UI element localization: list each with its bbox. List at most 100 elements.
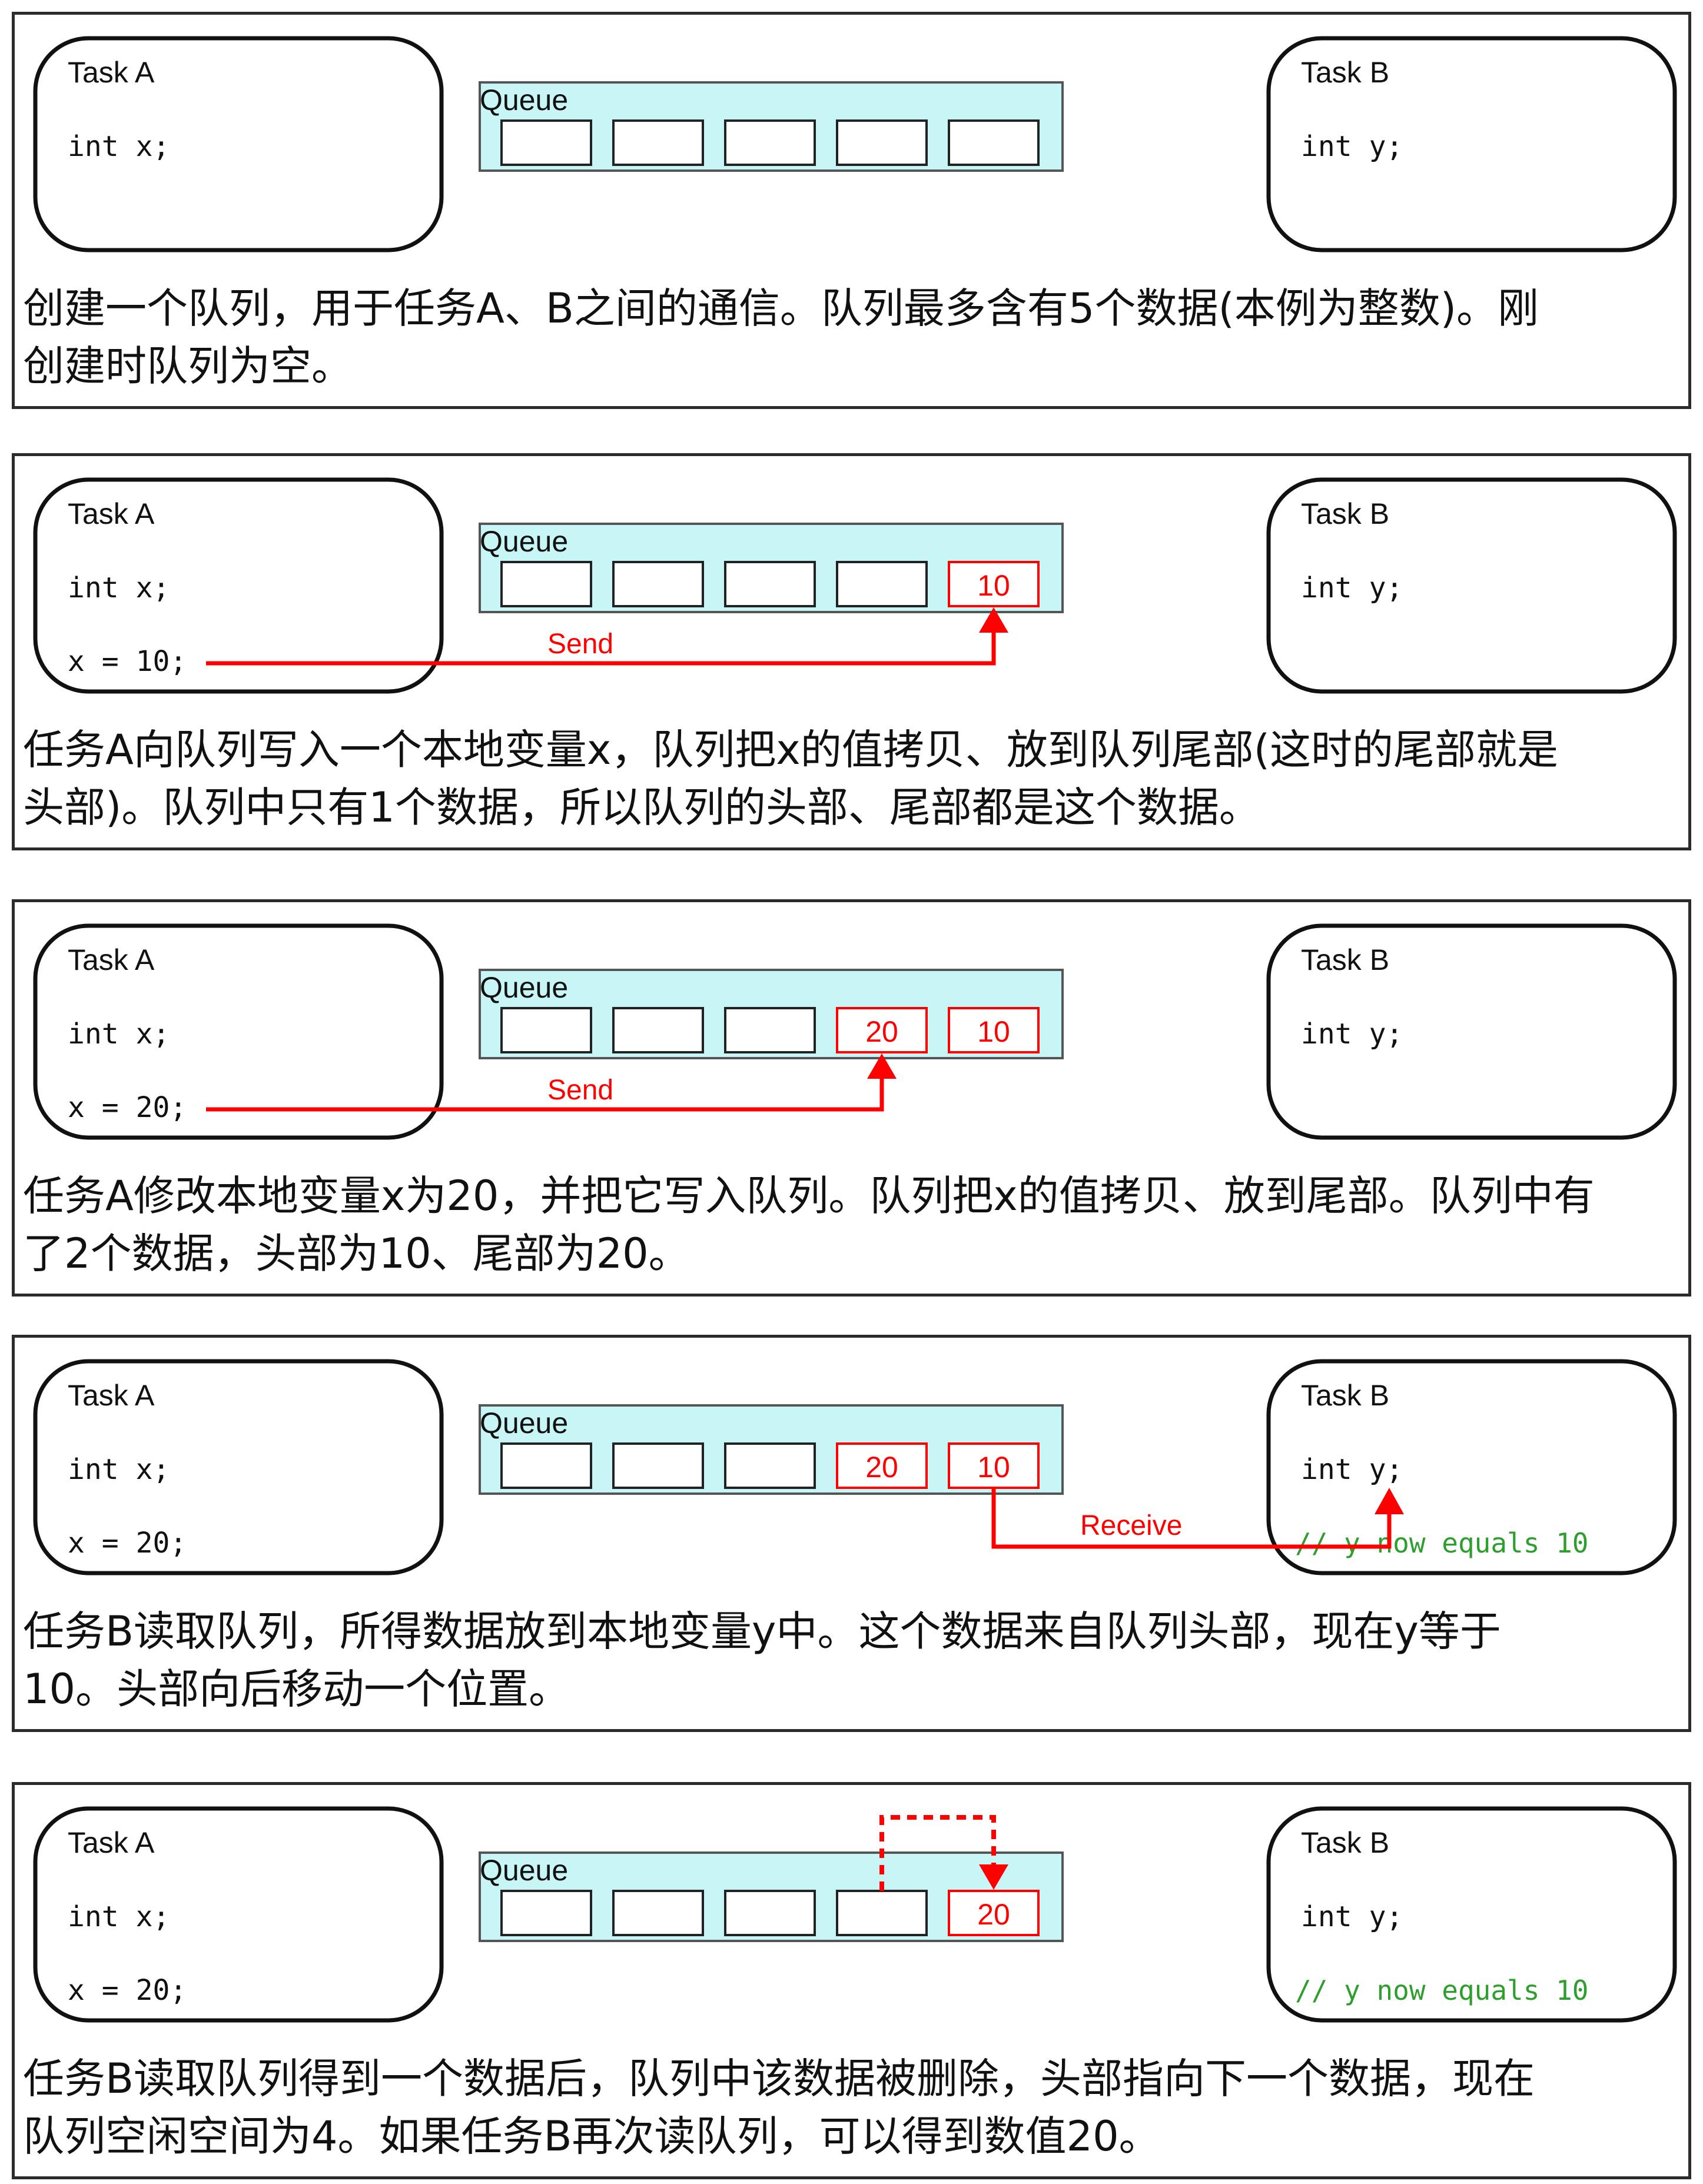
queue-slot [948,561,1040,607]
task-a-title: Task A [68,1379,155,1412]
task-b-box [1266,1806,1677,2023]
queue-slot [612,561,704,607]
queue-label: Queue [480,971,568,1004]
queue-slot-value: 10 [977,569,1010,602]
caption-line: 任务B读取队列，所得数据放到本地变量y中。这个数据来自队列头部，现在y等于 [23,1607,1501,1656]
task-b-comment: // y now equals 10 [1295,1527,1589,1559]
task-a-box [33,36,444,252]
task-a-title: Task A [68,943,155,976]
queue-slot [836,1007,928,1053]
queue-label: Queue [480,84,568,117]
step-caption: 任务B读取队列，所得数据放到本地变量y中。这个数据来自队列头部，现在y等于 10。… [23,1603,1671,1718]
caption-line: 任务A修改本地变量x为20，并把它写入队列。队列把x的值拷贝、放到尾部。队列中有 [23,1172,1595,1220]
queue-slot [948,119,1040,166]
queue-slot [724,1442,816,1489]
caption-line: 创建时队列为空。 [23,342,353,390]
task-b-declaration: int y; [1301,1900,1403,1933]
caption-line: 创建一个队列，用于任务A、B之间的通信。队列最多含有5个数据(本例为整数)。刚 [23,284,1539,333]
task-b-box [1266,1359,1677,1575]
task-b-title: Task B [1301,1826,1389,1859]
send-label: Send [547,1075,613,1106]
queue-slot [612,119,704,166]
step-caption: 创建一个队列，用于任务A、B之间的通信。队列最多含有5个数据(本例为整数)。刚创… [23,280,1671,395]
task-a-declaration: int x; [68,1018,170,1051]
queue-slot [724,1007,816,1053]
head-move-arrow [879,1815,996,1891]
queue-slot [500,1007,592,1053]
task-b-comment: // y now equals 10 [1295,1974,1589,2006]
send-arrow [206,1076,884,1112]
task-a-assignment: x = 20; [68,1974,187,2007]
queue-slot [500,1442,592,1489]
queue-slot-value: 20 [865,1451,898,1484]
queue-slot [724,561,816,607]
task-a-box [33,1359,444,1575]
queue-label: Queue [480,1854,568,1887]
send-arrow-head [867,1053,897,1079]
receive-label: Receive [1080,1510,1182,1541]
queue-slot [836,561,928,607]
caption-line: 了2个数据，头部为10、尾部为20。 [23,1229,690,1278]
task-b-declaration: int y; [1301,1018,1403,1051]
task-b-box [1266,923,1677,1140]
task-a-title: Task A [68,497,155,530]
task-b-title: Task B [1301,56,1389,89]
queue-slot-value: 10 [977,1015,1010,1048]
task-a-declaration: int x; [68,130,170,163]
task-a-declaration: int x; [68,571,170,604]
task-b-declaration: int y; [1301,130,1403,163]
send-arrow-head [979,607,1008,633]
task-a-assignment: x = 20; [68,1091,187,1124]
queue-slot [948,1890,1040,1936]
task-b-box [1266,477,1677,694]
task-b-title: Task B [1301,1379,1389,1412]
caption-line: 10。头部向后移动一个位置。 [23,1665,570,1713]
send-arrow [206,630,996,666]
queue-slot [836,119,928,166]
queue-slot [724,1890,816,1936]
step-caption: 任务A向队列写入一个本地变量x，队列把x的值拷贝、放到队列尾部(这时的尾部就是头… [23,721,1671,836]
step-caption: 任务B读取队列得到一个数据后，队列中该数据被删除，头部指向下一个数据，现在队列空… [23,2050,1671,2165]
queue-slot [612,1890,704,1936]
queue-slot [948,1442,1040,1489]
queue-slot [500,1890,592,1936]
queue-slot [612,1007,704,1053]
head-move-arrow-head [979,1864,1008,1890]
queue-slot [836,1442,928,1489]
receive-arrow-head [1375,1488,1404,1514]
task-a-title: Task A [68,56,155,89]
task-a-assignment: x = 10; [68,645,187,678]
task-b-title: Task B [1301,497,1389,530]
caption-line: 队列空闲空间为4。如果任务B再次读队列，可以得到数值20。 [23,2112,1160,2160]
queue-slot [500,119,592,166]
queue-slot [500,561,592,607]
task-b-box [1266,36,1677,252]
queue-diagram: Task A int x; Task B int y; Queue [33,36,1677,252]
caption-line: 头部)。队列中只有1个数据，所以队列的头部、尾部都是这个数据。 [23,783,1260,832]
step-panel-1: Task A int x; Task B int y; Queue 创建一个队列，用于任务… [12,12,1691,409]
queue-slot [612,1442,704,1489]
task-a-box [33,1806,444,2023]
queue-label: Queue [480,1407,568,1440]
task-a-title: Task A [68,1826,155,1859]
task-b-declaration: int y; [1301,1453,1403,1486]
queue-slot-value: 10 [977,1451,1010,1484]
caption-line: 任务A向队列写入一个本地变量x，队列把x的值拷贝、放到队列尾部(这时的尾部就是 [23,726,1559,774]
task-a-box [33,923,444,1140]
queue-slot [836,1890,928,1936]
queue-label: Queue [480,525,568,558]
task-a-box [33,477,444,694]
queue-slot [724,119,816,166]
queue-slot-value: 20 [865,1015,898,1048]
step-caption: 任务A修改本地变量x为20，并把它写入队列。队列把x的值拷贝、放到尾部。队列中有… [23,1167,1671,1282]
task-a-declaration: int x; [68,1453,170,1486]
queue-slot [948,1007,1040,1053]
